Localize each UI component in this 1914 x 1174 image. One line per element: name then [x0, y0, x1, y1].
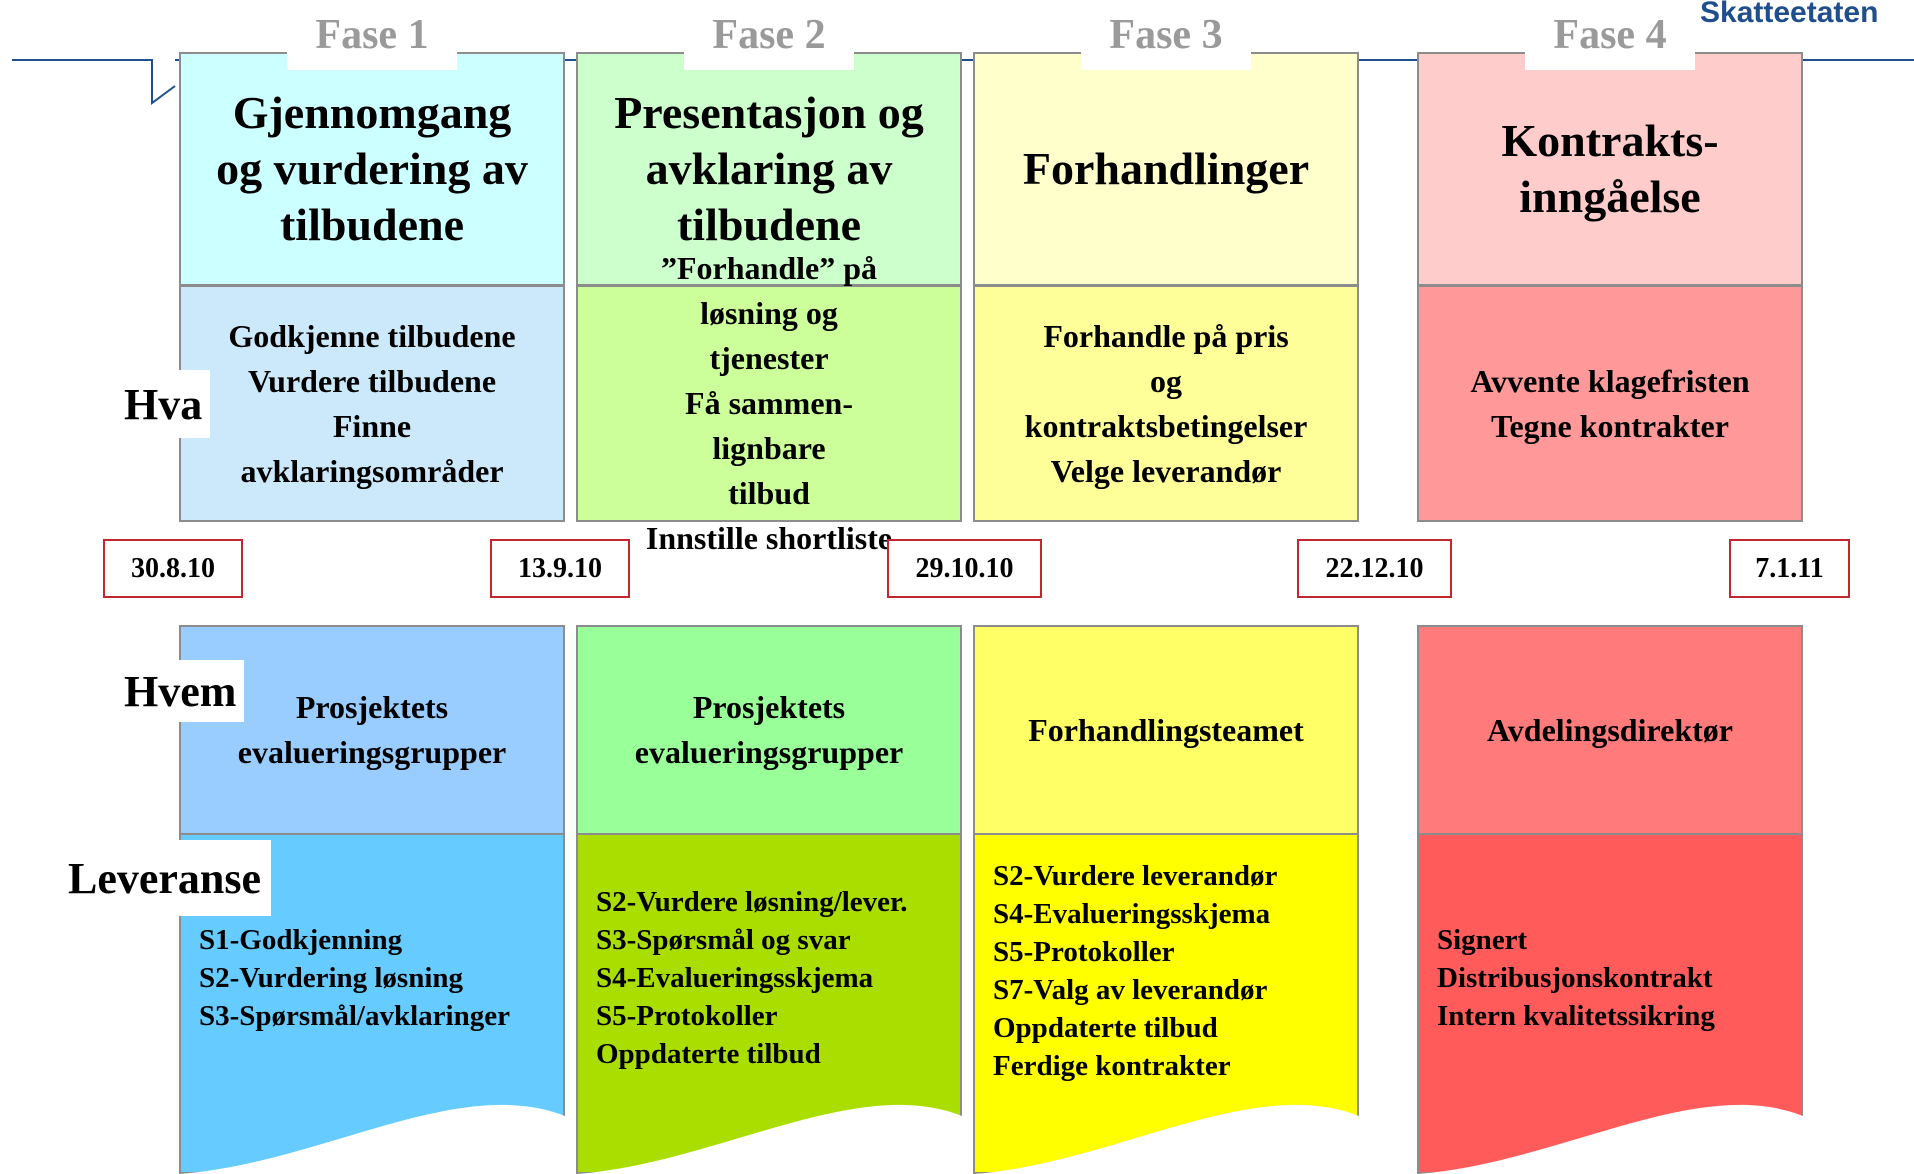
hva-line: Tegne kontrakter [1491, 407, 1729, 444]
leveranse-item: S5-Protokoller [596, 1000, 778, 1032]
phase-hvem: Prosjektets evalueringsgrupper [179, 625, 565, 835]
hva-line: Vurdere tilbudene [247, 362, 497, 399]
phase-label: Fase 2 [684, 0, 854, 70]
phase-hvem: Prosjektets evalueringsgrupper [576, 625, 962, 835]
leveranse-item: Signert [1437, 924, 1528, 956]
phase-title: Kontrakts-inngåelse [1417, 52, 1803, 286]
phase-hva: Forhandle på pris og kontraktsbetingelse… [973, 286, 1359, 522]
phase-hva: Avvente klagefristen Tegne kontrakter [1417, 286, 1803, 522]
phase-hva: ”Forhandle” på løsning og tjenester Få s… [576, 250, 962, 556]
hva-line: Få sammen-lignbare tilbud [685, 385, 853, 511]
leveranse-item: Ferdige kontrakter [993, 1050, 1231, 1082]
leveranse-item: S2-Vurdere leverandør [993, 860, 1278, 892]
leveranse-item: Intern kvalitetssikring [1437, 1000, 1715, 1032]
phase-hvem: Avdelingsdirektør [1417, 625, 1803, 835]
phase-leveranse: S2-Vurdere løsning/lever. S3-Spørsmål og… [576, 834, 962, 1174]
leveranse-item: Oppdaterte tilbud [993, 1012, 1218, 1044]
leveranse-item: S7-Valg av leverandør [993, 974, 1268, 1006]
phase-leveranse: S2-Vurdere leverandør S4-Evalueringsskje… [973, 834, 1359, 1174]
date-marker: 13.9.10 [490, 539, 630, 598]
phase-label: Fase 4 [1525, 0, 1695, 70]
leveranse-item: S5-Protokoller [993, 936, 1175, 968]
phase-hvem: Forhandlingsteamet [973, 625, 1359, 835]
leveranse-item: S4-Evalueringsskjema [596, 962, 874, 994]
leveranse-item: Distribusjonskontrakt [1437, 962, 1713, 994]
date-marker: 29.10.10 [887, 539, 1042, 598]
phase-column-2: Presentasjon og avklaring av tilbudene ”… [576, 0, 962, 1173]
phase-hva: Godkjenne tilbudene Vurdere tilbudene Fi… [179, 286, 565, 522]
phase-title: Presentasjon og avklaring av tilbudene [576, 52, 962, 286]
date-marker: 7.1.11 [1729, 539, 1850, 598]
phase-leveranse: Signert Distribusjonskontrakt Intern kva… [1417, 834, 1803, 1174]
hva-line: Forhandle på pris og kontraktsbetingelse… [1024, 317, 1308, 444]
leveranse-item: S4-Evalueringsskjema [993, 898, 1271, 930]
leveranse-item: S3-Spørsmål og svar [596, 924, 851, 956]
leveranse-item: Oppdaterte tilbud [596, 1038, 821, 1070]
row-label-hvem: Hvem [116, 660, 245, 722]
phase-column-3: Forhandlinger Forhandle på pris og kontr… [973, 0, 1359, 1173]
phase-column-4: Kontrakts-inngåelse Avvente klagefristen… [1417, 0, 1803, 1173]
leveranse-item: S2-Vurdere løsning/lever. [596, 886, 908, 918]
phase-title: Forhandlinger [973, 52, 1359, 286]
brand-logo-text: Skatteetaten [1700, 0, 1879, 29]
hva-line: Avvente klagefristen [1470, 362, 1750, 399]
row-label-leveranse: Leveranse [58, 840, 272, 916]
date-marker: 30.8.10 [103, 539, 243, 598]
phase-column-1: Gjennomgang og vurdering av tilbudene Go… [179, 0, 565, 1173]
leveranse-item: S1-Godkjenning [199, 924, 403, 956]
leveranse-item: S3-Spørsmål/avklaringer [199, 1000, 510, 1032]
hva-line: Innstille shortliste [645, 520, 893, 556]
phase-label: Fase 3 [1081, 0, 1251, 70]
row-label-hva: Hva [116, 370, 211, 438]
phase-label: Fase 1 [287, 0, 457, 70]
hva-line: Velge leverandør [1050, 452, 1282, 489]
date-marker: 22.12.10 [1297, 539, 1452, 598]
phase-title: Gjennomgang og vurdering av tilbudene [179, 52, 565, 286]
hva-line: Godkjenne tilbudene [228, 317, 516, 354]
hva-line: ”Forhandle” på løsning og tjenester [660, 250, 878, 376]
hva-line: Finne avklaringsområder [240, 407, 504, 489]
leveranse-item: S2-Vurdering løsning [199, 962, 464, 994]
